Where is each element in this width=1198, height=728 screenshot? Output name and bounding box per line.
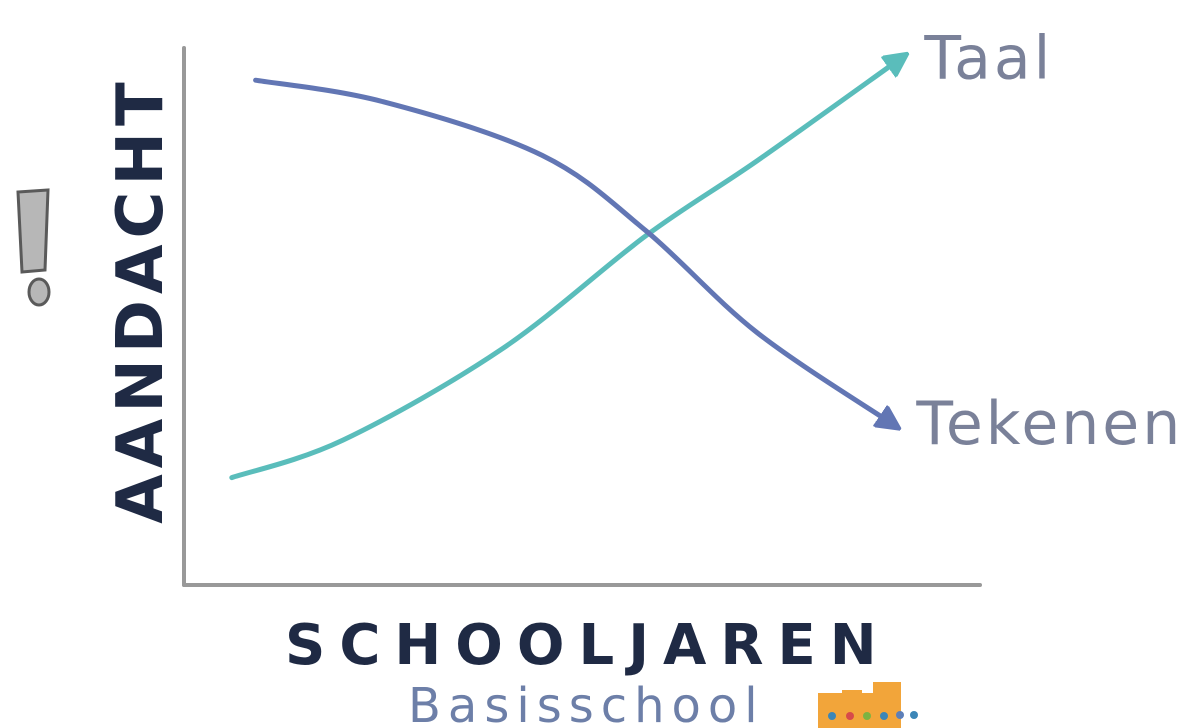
- series-tekenen: Tekenen: [253, 77, 1183, 459]
- series-line-tekenen: [253, 77, 893, 424]
- exclamation-icon: [16, 188, 51, 307]
- school-building-icon: [818, 682, 918, 728]
- subtitle: Basisschool: [408, 678, 765, 728]
- x-axis-label: SCHOOLJAREN: [285, 613, 891, 678]
- series-taal: Taal: [229, 24, 1053, 481]
- y-axis-label: AANDACHT: [104, 76, 178, 523]
- series-line-taal: [229, 59, 901, 481]
- series-label-taal: Taal: [923, 24, 1053, 94]
- series-label-tekenen: Tekenen: [915, 389, 1183, 459]
